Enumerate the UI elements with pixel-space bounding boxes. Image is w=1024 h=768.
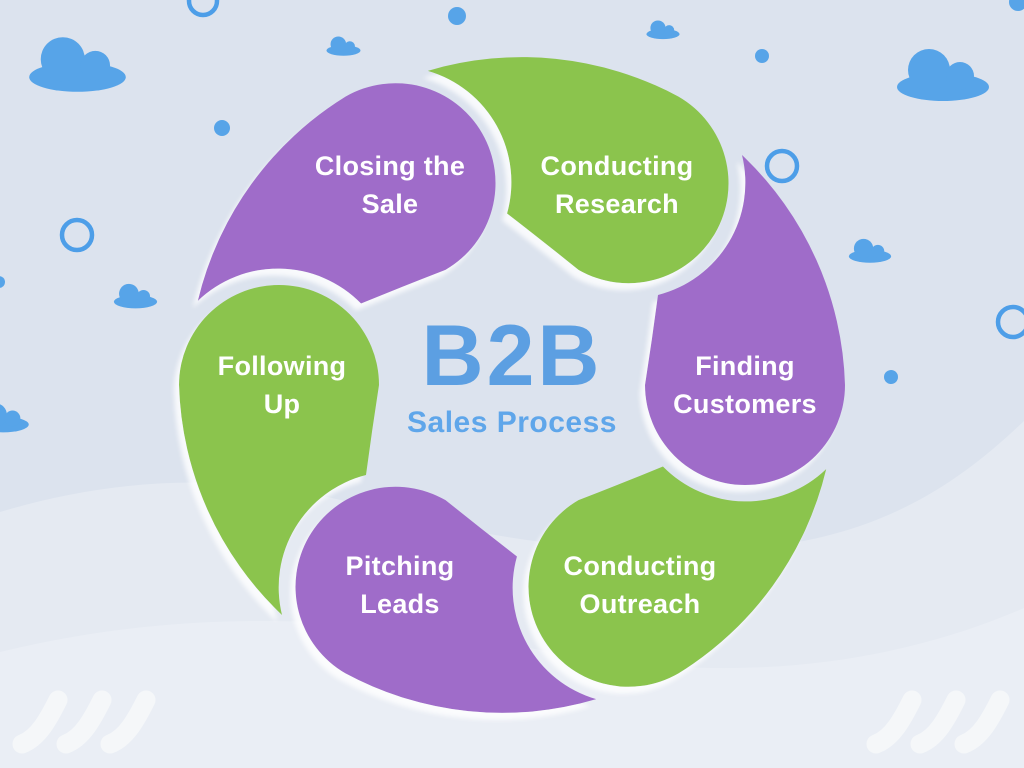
cloud-icon bbox=[113, 283, 158, 309]
label-line: Outreach bbox=[579, 589, 701, 619]
ring-icon bbox=[186, 0, 220, 18]
label-line: Customers bbox=[673, 389, 817, 419]
segment-label-finding-customers: Finding Customers bbox=[615, 347, 875, 423]
segment-label-conducting-research: Conducting Research bbox=[487, 147, 747, 223]
ring-icon bbox=[995, 304, 1024, 340]
cloud-icon bbox=[29, 37, 126, 92]
label-line: Following bbox=[217, 351, 347, 381]
cloud-icon bbox=[897, 49, 989, 101]
label-line: Up bbox=[263, 389, 301, 419]
label-line: Research bbox=[555, 189, 679, 219]
label-line: Closing the bbox=[314, 151, 466, 181]
diagram-subtitle: Sales Process bbox=[407, 405, 617, 439]
ring-decorations bbox=[59, 0, 1024, 340]
ring-icon bbox=[764, 148, 800, 184]
label-line: Finding bbox=[695, 351, 795, 381]
segment-label-closing-the-sale: Closing the Sale bbox=[260, 147, 520, 223]
dot-icon bbox=[0, 276, 5, 288]
cloud-icon bbox=[0, 403, 29, 433]
diagram-title: B2B bbox=[421, 308, 603, 404]
label-line: Conducting bbox=[540, 151, 694, 181]
cloud-icon bbox=[646, 20, 680, 40]
label-line: Conducting bbox=[563, 551, 717, 581]
dot-icon bbox=[1009, 0, 1024, 11]
dot-icon bbox=[884, 370, 898, 384]
label-line: Pitching bbox=[345, 551, 455, 581]
dot-decorations bbox=[0, 0, 1024, 384]
label-line: Leads bbox=[360, 589, 440, 619]
cloud-icon bbox=[326, 36, 361, 56]
ring-icon bbox=[59, 217, 95, 253]
segment-label-following-up: Following Up bbox=[152, 347, 412, 423]
dot-icon bbox=[214, 120, 230, 136]
cloud-icon bbox=[848, 238, 892, 263]
center-title-block: B2B Sales Process bbox=[352, 308, 672, 440]
label-line: Sale bbox=[361, 189, 419, 219]
dot-icon bbox=[448, 7, 466, 25]
dot-icon bbox=[755, 49, 769, 63]
segment-label-conducting-outreach: Conducting Outreach bbox=[510, 547, 770, 623]
segment-label-pitching-leads: Pitching Leads bbox=[270, 547, 530, 623]
